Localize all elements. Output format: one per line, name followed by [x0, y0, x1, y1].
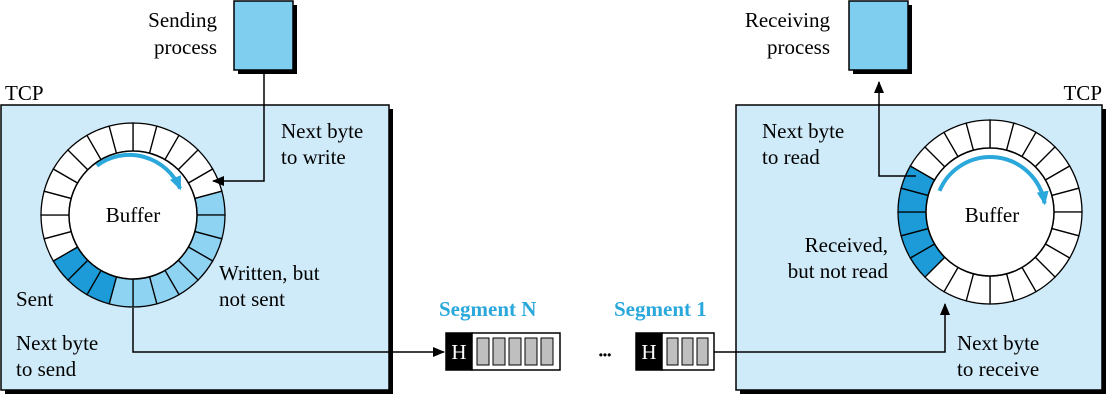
next-byte-to-write-label-1: Next byte — [281, 119, 363, 143]
segment-n-byte — [524, 337, 538, 366]
receiver-buffer-label: Buffer — [965, 203, 1019, 227]
segment-n-byte — [476, 337, 490, 366]
received-not-read-label-1: Received, — [805, 233, 888, 257]
sending-process-box — [233, 0, 294, 71]
next-byte-to-send-label-2: to send — [16, 357, 77, 381]
segment-n-label: Segment N — [439, 297, 536, 321]
ellipsis: ••• — [599, 348, 612, 362]
write-pointer-arrow — [212, 71, 265, 186]
segment-1-byte — [666, 337, 679, 366]
receiving-process-box — [848, 0, 909, 71]
sender-buffer-label: Buffer — [106, 203, 160, 227]
next-byte-to-write-label-2: to write — [281, 145, 346, 169]
written-not-sent-label-1: Written, but — [219, 261, 320, 285]
receiver-tcp-label: TCP — [1063, 81, 1102, 105]
segment-1-byte — [681, 337, 694, 366]
segment-n-byte — [492, 337, 506, 366]
segment-1-label: Segment 1 — [614, 297, 707, 321]
receiver-buffer-inner — [925, 147, 1055, 277]
received-not-read-label-2: but not read — [788, 259, 889, 283]
next-byte-to-read-label-1: Next byte — [762, 119, 844, 143]
send-pointer-arrow — [132, 308, 445, 357]
receiver-direction-arrow — [937, 155, 1049, 206]
sender-direction-arrow — [95, 152, 182, 191]
receiving-process-label-1: Receiving — [745, 8, 831, 32]
sending-process-label-1: Sending — [148, 8, 217, 32]
sender-tcp-label: TCP — [5, 81, 44, 105]
segment-1-header-letter: H — [641, 340, 656, 364]
segment-n: H — [445, 332, 561, 371]
written-not-sent-label-2: not sent — [219, 287, 285, 311]
segment-1: H — [635, 332, 715, 371]
read-pointer-arrow — [874, 81, 916, 177]
next-byte-to-receive-label-2: to receive — [957, 357, 1039, 381]
sending-process-label-2: process — [154, 35, 217, 59]
segment-n-byte — [508, 337, 522, 366]
sender-buffer-inner — [68, 150, 198, 280]
next-byte-to-receive-label-1: Next byte — [957, 331, 1039, 355]
segment-1-byte — [696, 337, 709, 366]
segment-n-header — [445, 332, 473, 371]
segment-n-header-letter: H — [451, 340, 466, 364]
segment-1-header — [635, 332, 663, 371]
segment-n-byte — [540, 337, 554, 366]
next-byte-to-send-label-1: Next byte — [16, 331, 98, 355]
next-byte-to-read-label-2: to read — [762, 145, 820, 169]
receiving-process-label-2: process — [767, 35, 830, 59]
sent-label: Sent — [16, 287, 54, 311]
receive-pointer-arrow — [714, 303, 950, 353]
